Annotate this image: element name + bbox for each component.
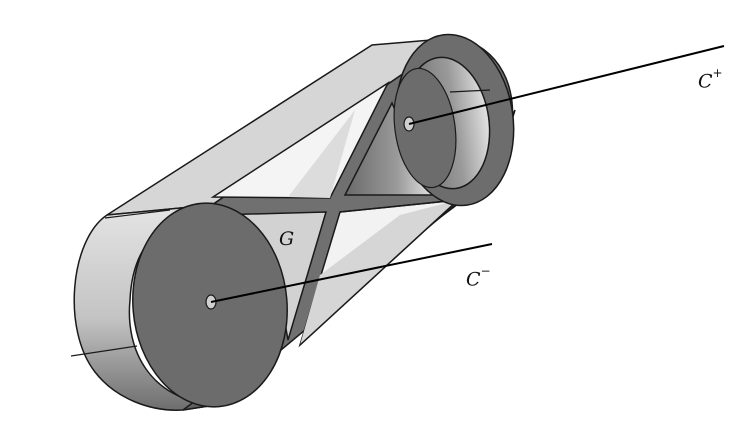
- small-pulley: [393, 33, 515, 207]
- label-c-minus: C−: [466, 264, 491, 291]
- axis-c-plus: [408, 45, 725, 125]
- large-pulley: [132, 202, 288, 408]
- axis-c-minus: [210, 243, 493, 303]
- label-c-plus: C+: [698, 66, 723, 93]
- label-g: G: [279, 228, 295, 250]
